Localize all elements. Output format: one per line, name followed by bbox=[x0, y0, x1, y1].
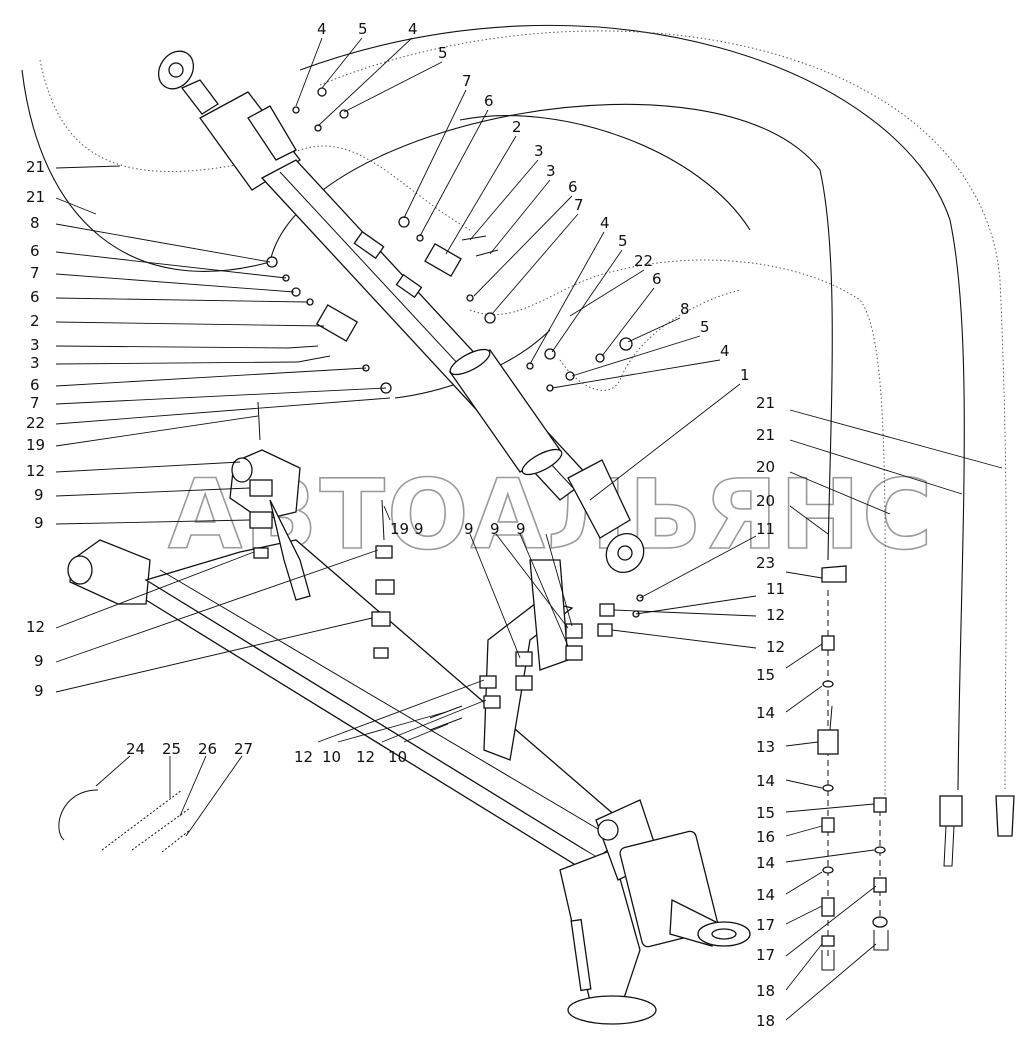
callout-15: 15 bbox=[756, 666, 775, 684]
callout-23: 23 bbox=[756, 554, 775, 572]
hydraulic-hoses bbox=[21, 24, 965, 791]
callout-labels: 4 5 4 5 7 6 2 3 3 6 7 4 5 22 6 8 5 4 1 2… bbox=[26, 20, 785, 1030]
callout-18: 18 bbox=[756, 1012, 775, 1030]
callout-14: 14 bbox=[756, 704, 775, 722]
callout-12: 12 bbox=[766, 638, 785, 656]
callout-13: 13 bbox=[756, 738, 775, 756]
callout-19: 19 bbox=[26, 436, 45, 454]
callout-3: 3 bbox=[30, 354, 40, 372]
callout-22: 22 bbox=[634, 252, 653, 270]
callout-12: 12 bbox=[766, 606, 785, 624]
callout-10: 10 bbox=[388, 748, 407, 766]
callout-21: 21 bbox=[26, 158, 45, 176]
callout-4: 4 bbox=[317, 20, 327, 38]
callout-5: 5 bbox=[618, 232, 628, 250]
callout-19: 19 bbox=[390, 520, 409, 538]
callout-8: 8 bbox=[680, 300, 690, 318]
callout-9: 9 bbox=[516, 520, 526, 538]
callout-9: 9 bbox=[464, 520, 474, 538]
callout-26: 26 bbox=[198, 740, 217, 758]
callout-6: 6 bbox=[30, 288, 40, 306]
callout-3: 3 bbox=[534, 142, 544, 160]
callout-21: 21 bbox=[26, 188, 45, 206]
callout-14: 14 bbox=[756, 854, 775, 872]
callout-7: 7 bbox=[574, 196, 584, 214]
quick-couplers bbox=[817, 565, 1015, 971]
callout-21: 21 bbox=[756, 426, 775, 444]
callout-24: 24 bbox=[126, 740, 145, 758]
hydraulic-hoses-dotted bbox=[39, 30, 1007, 801]
callout-11: 11 bbox=[766, 580, 785, 598]
callout-14: 14 bbox=[756, 772, 775, 790]
hydraulic-cylinder bbox=[157, 50, 645, 574]
callout-1: 1 bbox=[740, 366, 750, 384]
callout-12: 12 bbox=[26, 618, 45, 636]
callout-6: 6 bbox=[568, 178, 578, 196]
callout-3: 3 bbox=[30, 336, 40, 354]
hose-clamps bbox=[249, 479, 644, 731]
callout-27: 27 bbox=[234, 740, 253, 758]
callout-4: 4 bbox=[408, 20, 418, 38]
callout-17: 17 bbox=[756, 916, 775, 934]
callout-12: 12 bbox=[356, 748, 375, 766]
callout-9: 9 bbox=[34, 514, 44, 532]
callout-7: 7 bbox=[30, 264, 40, 282]
callout-4: 4 bbox=[600, 214, 610, 232]
callout-2: 2 bbox=[30, 312, 40, 330]
callout-25: 25 bbox=[162, 740, 181, 758]
callout-5: 5 bbox=[358, 20, 368, 38]
callout-9: 9 bbox=[490, 520, 500, 538]
callout-7: 7 bbox=[462, 72, 472, 90]
callout-22: 22 bbox=[26, 414, 45, 432]
callout-6: 6 bbox=[484, 92, 494, 110]
callout-3: 3 bbox=[546, 162, 556, 180]
callout-4: 4 bbox=[720, 342, 730, 360]
callout-20: 20 bbox=[756, 458, 775, 476]
drawbar-frame bbox=[67, 449, 751, 1025]
callout-11: 11 bbox=[756, 520, 775, 538]
callout-14: 14 bbox=[756, 886, 775, 904]
callout-9: 9 bbox=[34, 486, 44, 504]
callout-5: 5 bbox=[700, 318, 710, 336]
callout-10: 10 bbox=[322, 748, 341, 766]
callout-21: 21 bbox=[756, 394, 775, 412]
callout-9: 9 bbox=[34, 652, 44, 670]
callout-6: 6 bbox=[30, 376, 40, 394]
callout-16: 16 bbox=[756, 828, 775, 846]
callout-15: 15 bbox=[756, 804, 775, 822]
callout-20: 20 bbox=[756, 492, 775, 510]
callout-leaders bbox=[55, 37, 1003, 1021]
callout-6: 6 bbox=[652, 270, 662, 288]
callout-5: 5 bbox=[438, 44, 448, 62]
loose-parts bbox=[58, 789, 191, 853]
callout-9: 9 bbox=[414, 520, 424, 538]
callout-7: 7 bbox=[30, 394, 40, 412]
callout-17: 17 bbox=[756, 946, 775, 964]
callout-9: 9 bbox=[34, 682, 44, 700]
callout-18: 18 bbox=[756, 982, 775, 1000]
callout-8: 8 bbox=[30, 214, 40, 232]
callout-6: 6 bbox=[30, 242, 40, 260]
callout-2: 2 bbox=[512, 118, 522, 136]
callout-12: 12 bbox=[26, 462, 45, 480]
callout-12: 12 bbox=[294, 748, 313, 766]
cylinder-fittings bbox=[257, 87, 633, 441]
